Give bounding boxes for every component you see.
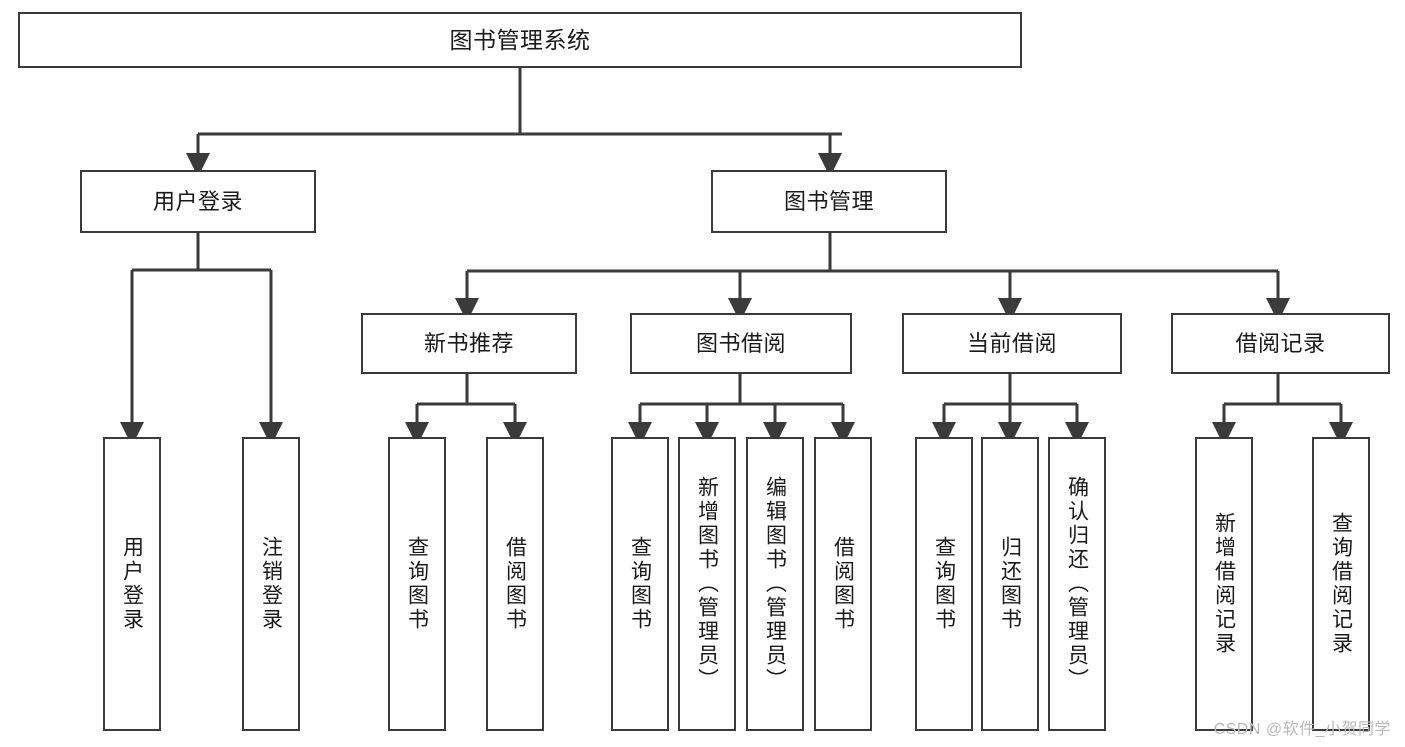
leaf-query-book-recommend[interactable]: 查询图书 bbox=[388, 437, 446, 731]
leaf-add-borrow-record[interactable]: 新增借阅记录 bbox=[1195, 437, 1253, 731]
leaf-user-login-label: 用户登录 bbox=[120, 536, 144, 632]
leaf-confirm-return-admin[interactable]: 确认归还（管理员） bbox=[1048, 437, 1106, 731]
leaf-add-book-admin[interactable]: 新增图书（管理员） bbox=[678, 437, 736, 731]
node-root-label: 图书管理系统 bbox=[449, 26, 591, 53]
leaf-borrow-book[interactable]: 借阅图书 bbox=[814, 437, 872, 731]
leaf-add-book-admin-label: 新增图书（管理员） bbox=[695, 476, 719, 692]
leaf-query-book-recommend-label: 查询图书 bbox=[405, 536, 429, 632]
node-current-borrow-label: 当前借阅 bbox=[966, 330, 1057, 356]
leaf-add-borrow-record-label: 新增借阅记录 bbox=[1212, 512, 1236, 656]
leaf-query-book-borrow-label: 查询图书 bbox=[628, 536, 652, 632]
leaf-edit-book-admin-label: 编辑图书（管理员） bbox=[763, 476, 787, 692]
node-book-borrow[interactable]: 图书借阅 bbox=[630, 313, 852, 374]
node-book-borrow-label: 图书借阅 bbox=[695, 330, 786, 356]
node-borrow-records-label: 借阅记录 bbox=[1235, 330, 1326, 356]
leaf-query-book-current-label: 查询图书 bbox=[932, 536, 956, 632]
leaf-edit-book-admin[interactable]: 编辑图书（管理员） bbox=[746, 437, 804, 731]
leaf-logout-label: 注销登录 bbox=[259, 536, 283, 632]
leaf-borrow-book-recommend-label: 借阅图书 bbox=[503, 536, 527, 632]
node-book-management[interactable]: 图书管理 bbox=[711, 170, 947, 233]
node-current-borrow[interactable]: 当前借阅 bbox=[902, 313, 1122, 374]
node-user-login[interactable]: 用户登录 bbox=[80, 170, 316, 233]
leaf-query-book-borrow[interactable]: 查询图书 bbox=[611, 437, 669, 731]
leaf-query-borrow-record-label: 查询借阅记录 bbox=[1329, 512, 1353, 656]
node-borrow-records[interactable]: 借阅记录 bbox=[1171, 313, 1390, 374]
leaf-confirm-return-admin-label: 确认归还（管理员） bbox=[1065, 476, 1089, 692]
node-new-book-recommend-label: 新书推荐 bbox=[423, 330, 514, 356]
node-user-login-label: 用户登录 bbox=[152, 188, 243, 214]
node-new-book-recommend[interactable]: 新书推荐 bbox=[361, 313, 577, 374]
leaf-borrow-book-label: 借阅图书 bbox=[831, 536, 855, 632]
leaf-logout[interactable]: 注销登录 bbox=[242, 437, 300, 731]
leaf-borrow-book-recommend[interactable]: 借阅图书 bbox=[486, 437, 544, 731]
leaf-query-book-current[interactable]: 查询图书 bbox=[915, 437, 973, 731]
node-book-management-label: 图书管理 bbox=[783, 188, 874, 214]
leaf-query-borrow-record[interactable]: 查询借阅记录 bbox=[1312, 437, 1370, 731]
leaf-return-book-label: 归还图书 bbox=[998, 536, 1022, 632]
leaf-return-book[interactable]: 归还图书 bbox=[981, 437, 1039, 731]
leaf-user-login[interactable]: 用户登录 bbox=[103, 437, 161, 731]
node-root[interactable]: 图书管理系统 bbox=[18, 12, 1022, 68]
